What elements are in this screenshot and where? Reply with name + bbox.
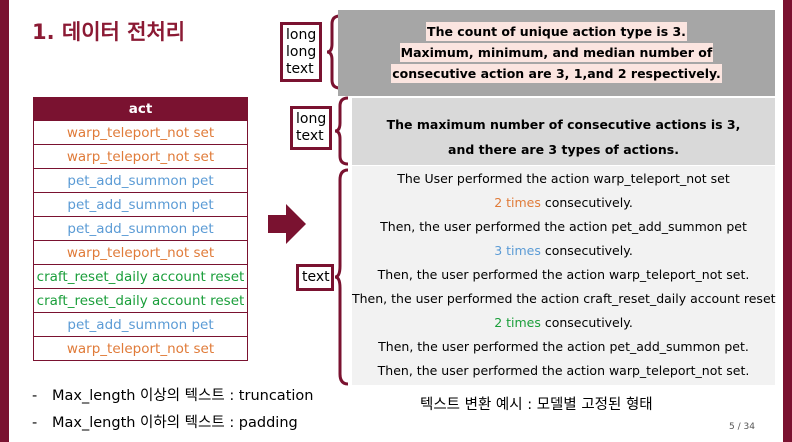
- table-header-act: act: [33, 97, 248, 121]
- table-row: pet_add_summon pet: [33, 216, 248, 241]
- panel-line-rest: consecutively.: [540, 315, 633, 330]
- table-row: pet_add_summon pet: [33, 192, 248, 217]
- label-word: text: [302, 269, 330, 285]
- table-row: warp_teleport_not set: [33, 120, 248, 145]
- label-word: long: [286, 44, 317, 60]
- label-word: long: [296, 111, 327, 127]
- table-row: pet_add_summon pet: [33, 168, 248, 193]
- table-row: pet_add_summon pet: [33, 312, 248, 337]
- left-edge-bar: [0, 0, 9, 442]
- label-word: long: [286, 27, 317, 43]
- act-table: act warp_teleport_not set warp_teleport_…: [33, 97, 248, 361]
- table-row: warp_teleport_not set: [33, 240, 248, 265]
- bullet-text: Max_length 이상의 텍스트 : truncation: [52, 388, 314, 404]
- panel-line-rest: consecutively.: [540, 195, 633, 210]
- panel-line: 2 times consecutively.: [352, 311, 775, 335]
- table-row: warp_teleport_not set: [33, 336, 248, 361]
- panel-text: The User performed the action warp_telep…: [352, 166, 776, 385]
- table-row: craft_reset_daily account reset: [33, 288, 248, 313]
- count-highlight: 3 times: [494, 243, 541, 258]
- example-caption: 텍스트 변환 예시 : 모델별 고정된 형태: [420, 397, 653, 413]
- panel-line: 3 times consecutively.: [352, 239, 775, 263]
- bullet-list: -Max_length 이상의 텍스트 : truncation -Max_le…: [32, 384, 313, 438]
- panel-line: The maximum number of consecutive action…: [386, 117, 741, 132]
- label-word: text: [286, 61, 314, 77]
- panel-line: Then, the user performed the action warp…: [377, 267, 750, 282]
- panel-line: Then, the user performed the action pet_…: [378, 339, 749, 354]
- label-long-long-text: long long text: [280, 22, 322, 82]
- bullet-dash: -: [32, 388, 38, 404]
- panel-line: The User performed the action warp_telep…: [397, 171, 730, 186]
- count-highlight: 2 times: [494, 195, 541, 210]
- panel-line-rest: consecutively.: [540, 243, 633, 258]
- label-word: text: [296, 128, 324, 144]
- panel-line: consecutive action are 3, 1,and 2 respec…: [391, 64, 722, 83]
- bullet-item: -Max_length 이상의 텍스트 : truncation: [32, 384, 313, 411]
- panel-line: Maximum, minimum, and median number of: [399, 43, 714, 62]
- page-number: 5 / 34: [729, 422, 755, 432]
- label-long-text: long text: [290, 106, 332, 150]
- panel-line: The count of unique action type is 3.: [426, 22, 687, 41]
- count-highlight: 2 times: [494, 315, 541, 330]
- brace-icon: [326, 14, 341, 90]
- panel-long-text: The maximum number of consecutive action…: [352, 98, 775, 165]
- panel-line: Then, the user performed the action craf…: [352, 291, 776, 306]
- panel-line: 2 times consecutively.: [352, 191, 775, 215]
- panel-line: Then, the user performed the action warp…: [377, 363, 750, 378]
- table-row: warp_teleport_not set: [33, 144, 248, 169]
- brace-icon: [334, 96, 349, 166]
- slide-title: 1. 데이터 전처리: [32, 20, 186, 44]
- bullet-dash: -: [32, 415, 38, 431]
- bullet-item: -Max_length 이하의 텍스트 : padding: [32, 411, 313, 438]
- panel-long-long-text: The count of unique action type is 3. Ma…: [338, 10, 775, 96]
- table-row: craft_reset_daily account reset: [33, 264, 248, 289]
- label-text: text: [296, 264, 334, 291]
- brace-icon: [334, 168, 349, 386]
- right-arrow-icon: [268, 204, 306, 244]
- panel-line: and there are 3 types of actions.: [448, 142, 679, 157]
- right-edge-bar: [783, 0, 792, 442]
- bullet-text: Max_length 이하의 텍스트 : padding: [52, 415, 298, 431]
- panel-line: Then, the user performed the action pet_…: [380, 219, 747, 234]
